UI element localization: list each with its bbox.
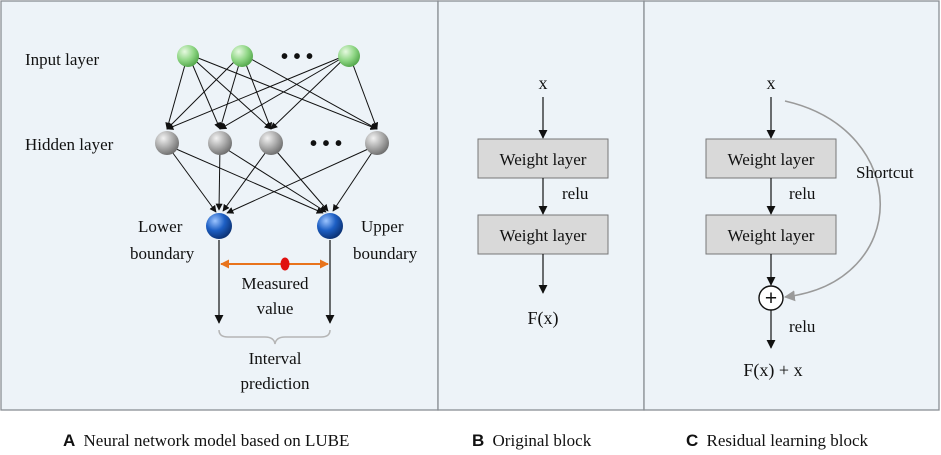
- lower-boundary-label-line2: boundary: [130, 244, 195, 263]
- hidden-node-2: [208, 131, 232, 155]
- input-node-2: [231, 45, 253, 67]
- original-input-label: x: [539, 73, 548, 93]
- residual-input-label: x: [767, 73, 776, 93]
- input-node-1: [177, 45, 199, 67]
- original-relu-label: relu: [562, 184, 589, 203]
- hidden-layer-label: Hidden layer: [25, 135, 114, 154]
- residual-output-label: F(x) + x: [743, 360, 802, 381]
- residual-weight-layer-1-label: Weight layer: [728, 150, 815, 169]
- original-output-label: F(x): [528, 308, 559, 329]
- input-ellipsis: • • •: [281, 46, 313, 68]
- residual-weight-layer-2-label: Weight layer: [728, 226, 815, 245]
- lower-boundary-node: [206, 213, 232, 239]
- caption-c-letter: C: [686, 431, 698, 450]
- shortcut-label: Shortcut: [856, 163, 914, 182]
- caption-c-text: Residual learning block: [707, 431, 869, 450]
- measured-value-label-line1: Measured: [241, 274, 309, 293]
- hidden-node-3: [259, 131, 283, 155]
- caption-a: A Neural network model based on LUBE: [63, 431, 349, 450]
- measured-value-label-line2: value: [257, 299, 294, 318]
- panel-c-background: [643, 0, 940, 411]
- hidden-ellipsis: • • •: [310, 133, 342, 155]
- caption-b: B Original block: [472, 431, 592, 450]
- hidden-node-1: [155, 131, 179, 155]
- original-weight-layer-1-label: Weight layer: [500, 150, 587, 169]
- interval-brace: [218, 329, 331, 345]
- input-hidden-connections: [165, 53, 379, 130]
- caption-a-letter: A: [63, 431, 75, 450]
- addition-symbol: +: [765, 287, 777, 310]
- upper-boundary-node: [317, 213, 343, 239]
- lower-boundary-label-line1: Lower: [138, 217, 183, 236]
- residual-relu-label-2: relu: [789, 317, 816, 336]
- caption-c: C Residual learning block: [686, 431, 868, 450]
- upper-boundary-label-line1: Upper: [361, 217, 404, 236]
- upper-boundary-label-line2: boundary: [353, 244, 418, 263]
- caption-b-text: Original block: [493, 431, 592, 450]
- interval-prediction-label-line2: prediction: [241, 374, 310, 393]
- caption-b-letter: B: [472, 431, 484, 450]
- hidden-node-4: [365, 131, 389, 155]
- original-weight-layer-2-label: Weight layer: [500, 226, 587, 245]
- hidden-output-connections: [166, 144, 378, 214]
- shortcut-connection: [783, 100, 881, 302]
- input-node-3: [338, 45, 360, 67]
- residual-relu-label-1: relu: [789, 184, 816, 203]
- input-layer-label: Input layer: [25, 50, 99, 69]
- caption-a-text: Neural network model based on LUBE: [84, 431, 350, 450]
- measured-value-dot: [280, 257, 290, 271]
- interval-prediction-label-line1: Interval: [249, 349, 302, 368]
- panel-b-background: [437, 0, 645, 411]
